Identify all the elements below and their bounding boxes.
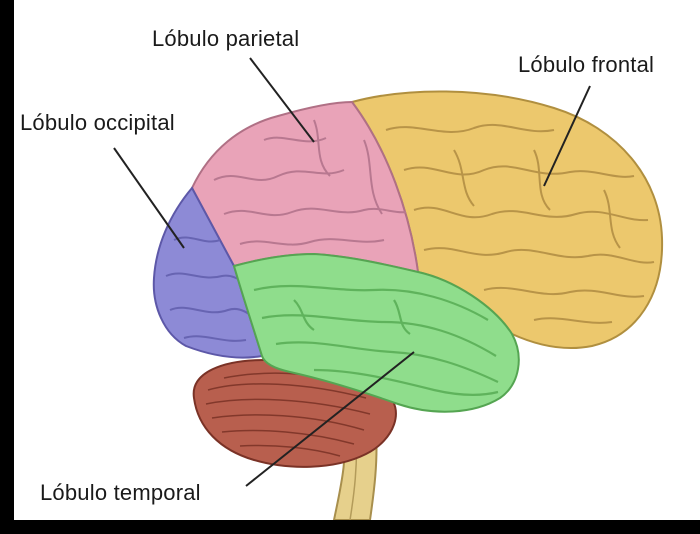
bottom-border bbox=[0, 520, 700, 534]
label-temporal: Lóbulo temporal bbox=[40, 480, 201, 506]
label-occipital: Lóbulo occipital bbox=[20, 110, 175, 136]
diagram-canvas: Lóbulo parietal Lóbulo frontal Lóbulo oc… bbox=[14, 0, 700, 520]
label-parietal: Lóbulo parietal bbox=[152, 26, 299, 52]
label-frontal: Lóbulo frontal bbox=[518, 52, 654, 78]
occipital-leader-line bbox=[114, 148, 184, 248]
brain-illustration bbox=[14, 0, 700, 520]
